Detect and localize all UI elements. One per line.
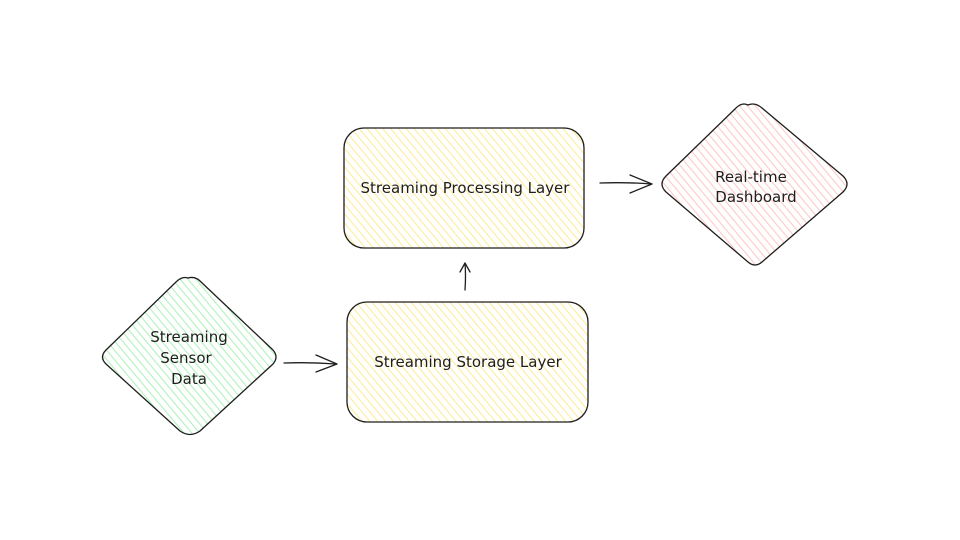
dashboard-label-line-1: Real-time bbox=[715, 168, 787, 186]
dashboard-label-line-2: Dashboard bbox=[715, 188, 796, 206]
arrow-processing-to-dashboard-shaft bbox=[599, 182, 652, 185]
arrow-storage-to-processing-head bbox=[459, 262, 471, 273]
arrow-storage-to-processing-shaft bbox=[464, 262, 467, 291]
arrow-processing-to-dashboard-head bbox=[629, 174, 653, 194]
processing-box-shape bbox=[344, 128, 584, 248]
sensor-diamond-shape bbox=[102, 277, 276, 435]
node-streaming-processing-layer[interactable]: Streaming Processing Layer bbox=[343, 127, 585, 249]
node-streaming-storage-layer[interactable]: Streaming Storage Layer bbox=[346, 301, 589, 423]
sensor-diamond-outline bbox=[101, 276, 277, 436]
storage-box-outline bbox=[346, 301, 589, 423]
storage-label: Streaming Storage Layer bbox=[374, 353, 562, 371]
storage-box-shape bbox=[347, 302, 588, 422]
sensor-label-line-3: Data bbox=[171, 370, 207, 388]
processing-box-outline bbox=[343, 127, 585, 249]
node-streaming-sensor-data[interactable]: Streaming Sensor Data bbox=[101, 276, 277, 436]
sensor-label-line-2: Sensor bbox=[160, 349, 212, 367]
arrow-sensor-to-storage-shaft bbox=[283, 362, 337, 365]
node-real-time-dashboard[interactable]: Real-time Dashboard bbox=[661, 103, 848, 266]
sensor-label-line-1: Streaming bbox=[150, 328, 227, 346]
processing-label: Streaming Processing Layer bbox=[361, 179, 571, 197]
arrow-processing-to-dashboard[interactable] bbox=[599, 174, 653, 194]
dashboard-diamond-shape bbox=[662, 104, 847, 265]
dashboard-diamond-outline bbox=[661, 103, 848, 266]
arrow-storage-to-processing[interactable] bbox=[459, 262, 471, 291]
arrow-sensor-to-storage[interactable] bbox=[283, 354, 338, 373]
arrow-sensor-to-storage-head bbox=[315, 354, 338, 373]
